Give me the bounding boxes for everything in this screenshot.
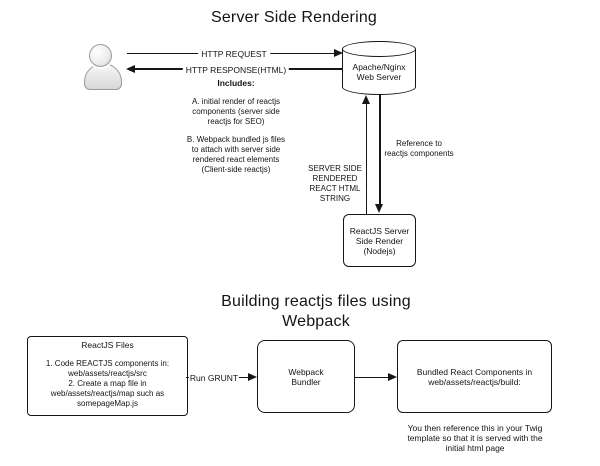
bundled-components-box: Bundled React Components in web/assets/r… (397, 340, 552, 413)
http-response-label: HTTP RESPONSE(HTML) (182, 64, 290, 75)
reactjs-files-box: ReactJS Files 1. Code REACTJS components… (27, 336, 188, 416)
reference-line (379, 95, 381, 206)
ssr-string-line (365, 101, 367, 214)
run-grunt-arrowhead-icon (248, 372, 257, 381)
person-icon-head (89, 44, 112, 67)
includes-item-b: B. Webpack bundled js files to attach wi… (186, 135, 286, 174)
includes-heading: Includes: (217, 78, 255, 88)
http-request-label: HTTP REQUEST (198, 49, 270, 59)
reactjs-files-box-body: 1. Code REACTJS components in: web/asset… (45, 359, 170, 408)
cylinder-top (342, 41, 416, 57)
ssr-string-label: SERVER SIDE RENDERED REACT HTML STRING (308, 164, 362, 203)
node-server-box: ReactJS Server Side Render (Nodejs) (343, 214, 416, 267)
web-server-label: Apache/Nginx Web Server (352, 62, 406, 82)
reference-arrowhead-icon (375, 204, 384, 213)
webpack-diagram-title: Building reactjs files using Webpack (221, 293, 411, 330)
http-request-arrowhead-icon (334, 48, 343, 57)
twig-note: You then reference this in your Twig tem… (407, 423, 543, 453)
includes-item-a: A. initial render of reactjs components … (191, 97, 281, 126)
ssr-string-arrowhead-icon (361, 95, 370, 104)
web-server-cylinder: Apache/Nginx Web Server (342, 41, 416, 95)
webpack-bundler-box: Webpack Bundler (257, 340, 355, 413)
bundle-arrow-line (355, 376, 389, 379)
reactjs-files-box-title: ReactJS Files (81, 340, 134, 350)
http-response-arrowhead-icon (126, 64, 135, 73)
bundle-arrowhead-icon (388, 372, 397, 381)
reference-label: Reference to reactjs components (384, 139, 454, 158)
person-icon-body (84, 63, 122, 90)
run-grunt-label: Run GRUNT (188, 372, 240, 383)
ssr-diagram-title: Server Side Rendering (210, 9, 378, 26)
